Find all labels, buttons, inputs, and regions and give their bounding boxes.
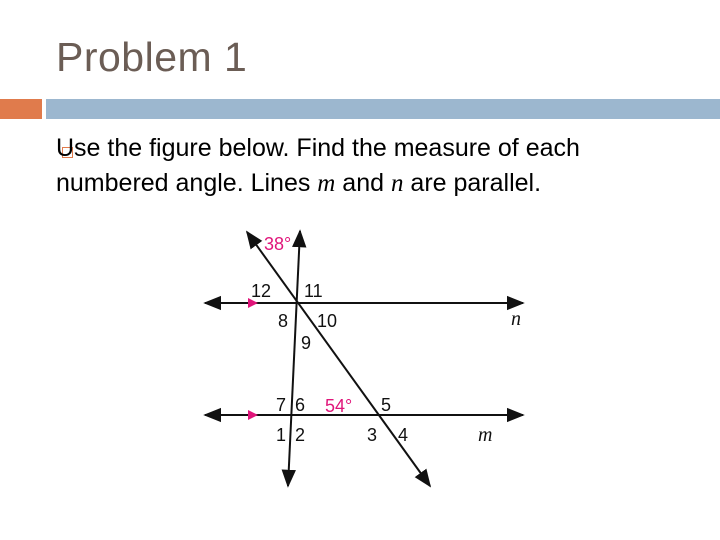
angle-8-label: 8 bbox=[278, 311, 288, 331]
problem-text-part1: Use the figure below. Find the measure o… bbox=[56, 134, 580, 197]
angle-11-label: 11 bbox=[304, 281, 323, 301]
angle-9-label: 9 bbox=[301, 333, 311, 353]
title-accent-bar-blue bbox=[46, 99, 720, 119]
bullet-icon bbox=[62, 147, 73, 158]
angle-5-label: 5 bbox=[381, 395, 391, 415]
angle-38: 38° bbox=[264, 234, 291, 254]
parallel-marker-m bbox=[248, 410, 258, 420]
angle-7-label: 7 bbox=[276, 395, 286, 415]
slide-title: Problem 1 bbox=[56, 34, 248, 80]
line-n-label: n bbox=[511, 308, 521, 330]
parallel-marker-n bbox=[248, 298, 258, 308]
angle-6-label: 6 bbox=[295, 395, 305, 415]
angle-54: 54° bbox=[325, 396, 352, 416]
line-n-variable: n bbox=[390, 170, 404, 197]
title-accent-bar-orange bbox=[0, 99, 42, 119]
transversal-diagonal bbox=[245, 230, 432, 488]
problem-text: Use the figure below. Find the measure o… bbox=[56, 131, 696, 201]
angle-2-label: 2 bbox=[295, 425, 305, 445]
angle-1-label: 1 bbox=[276, 425, 286, 445]
problem-text-and: and bbox=[335, 169, 391, 197]
line-m-variable: m bbox=[317, 170, 336, 197]
angle-3-label: 3 bbox=[367, 425, 377, 445]
angle-10-label: 10 bbox=[317, 311, 337, 331]
angle-12-label: 12 bbox=[251, 281, 271, 301]
problem-text-part2: are parallel. bbox=[403, 169, 542, 197]
line-m-label: m bbox=[478, 424, 492, 446]
parallel-lines-figure: 38° 54° 12 11 8 10 9 7 6 5 1 2 3 4 n m bbox=[203, 229, 525, 488]
transversal-vertical bbox=[281, 229, 307, 488]
angle-4-label: 4 bbox=[398, 425, 408, 445]
